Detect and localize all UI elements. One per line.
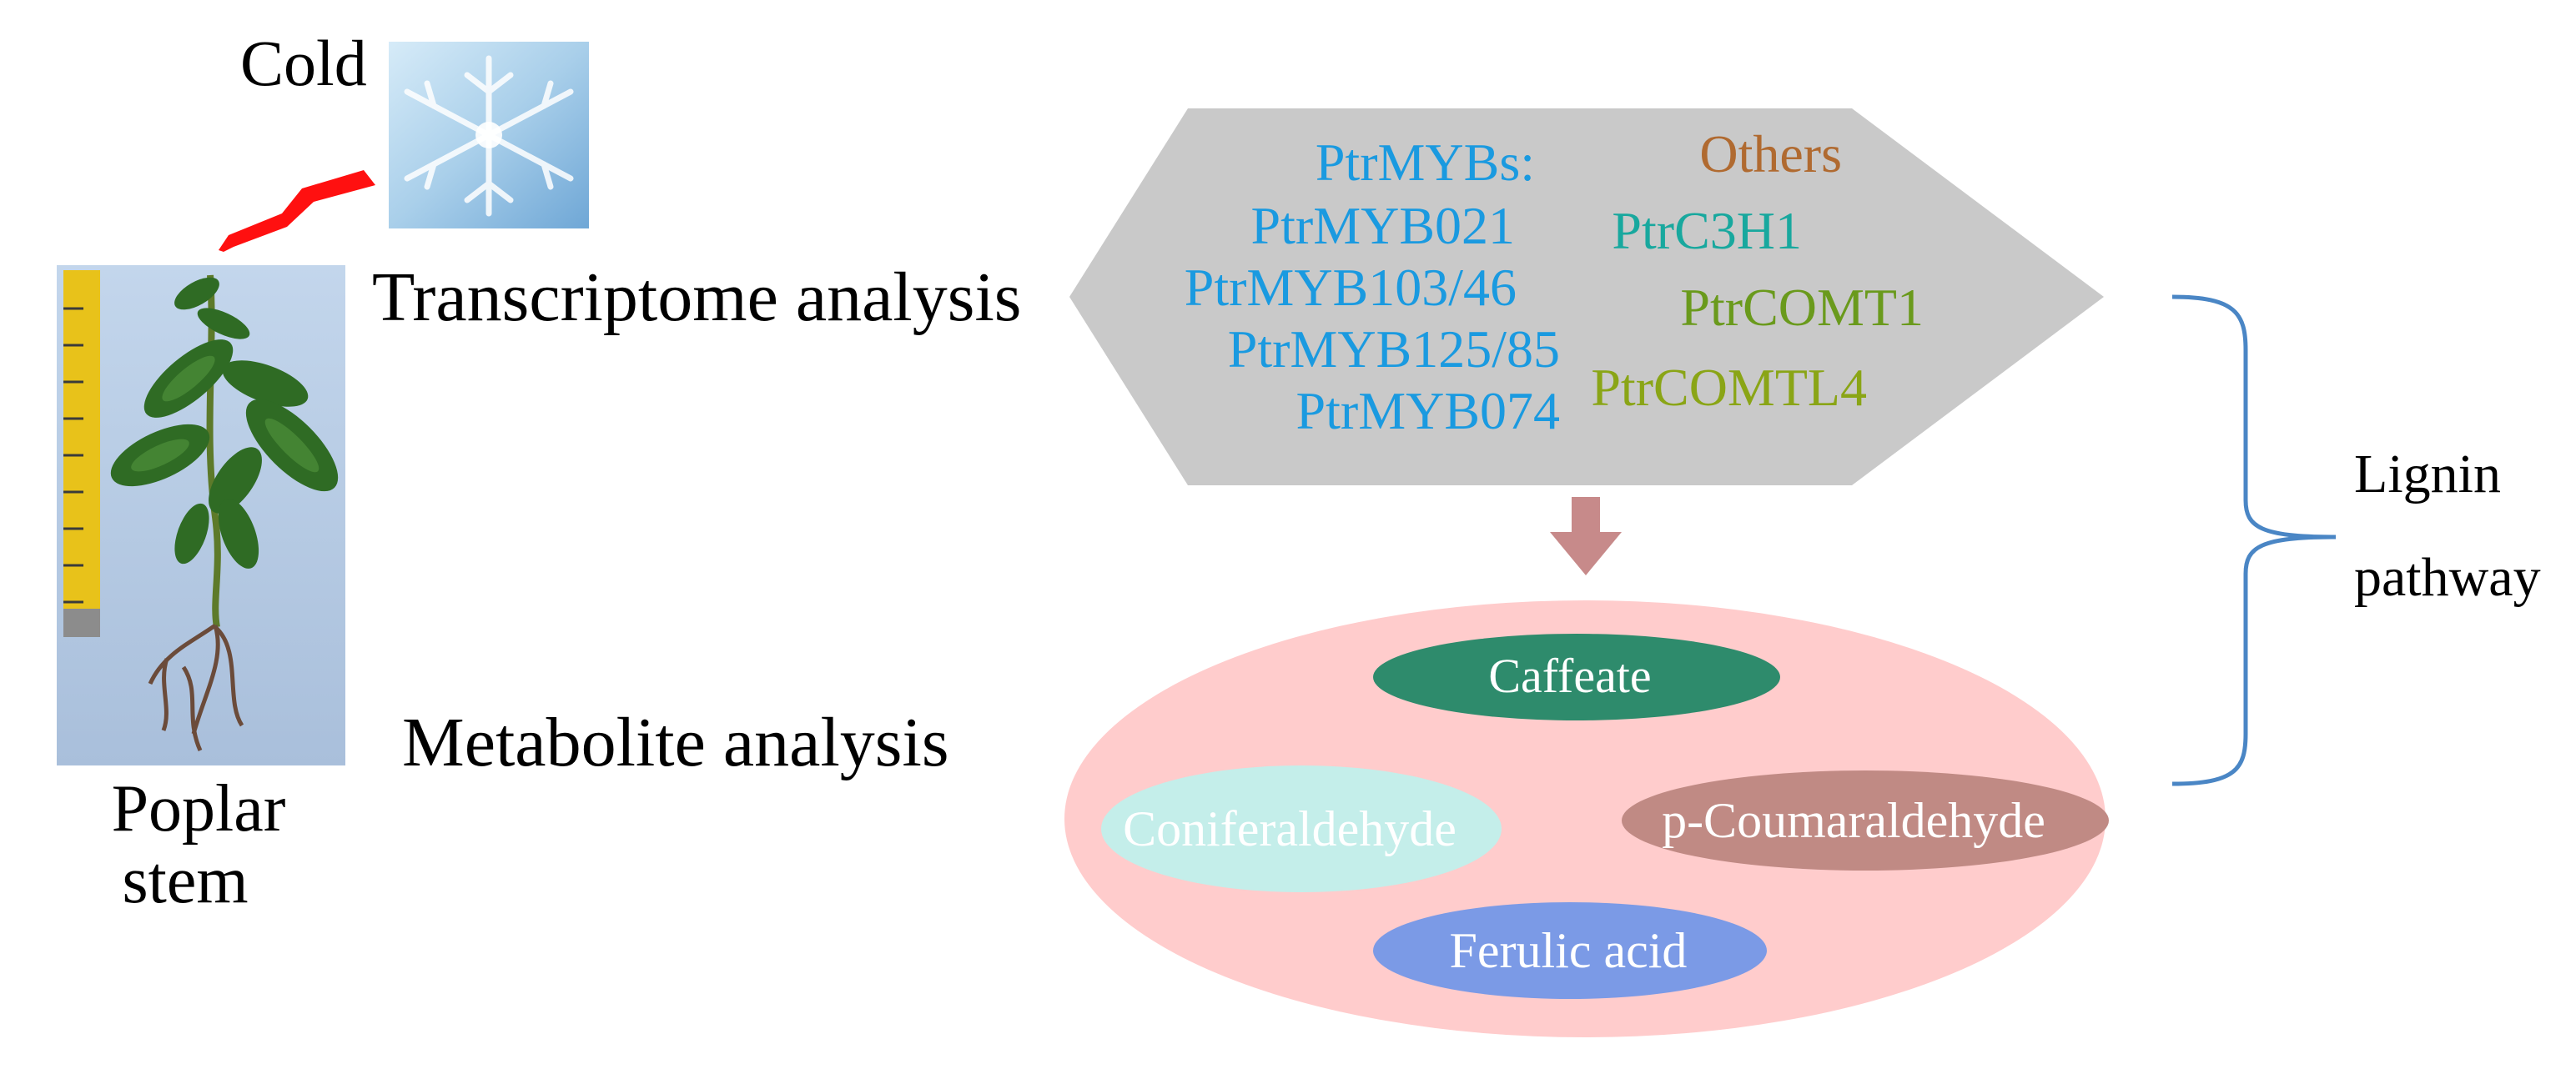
metabolite-ellipse xyxy=(1064,600,2106,1037)
mybs-heading: PtrMYBs: xyxy=(1316,133,1535,192)
others-heading: Others xyxy=(1699,124,1842,183)
cold-label: Cold xyxy=(240,27,367,99)
coniferaldehyde-ellipse xyxy=(1101,765,1502,892)
ferulic-acid-ellipse xyxy=(1373,902,1767,999)
myb-item: PtrMYB103/46 xyxy=(1185,258,1517,317)
other-gene-item: PtrCOMTL4 xyxy=(1591,358,1867,417)
caffeate-ellipse xyxy=(1373,634,1780,720)
ferulic-acid-label: Ferulic acid xyxy=(1450,923,1688,978)
lightning-bolt-icon xyxy=(219,170,375,252)
transcriptome-analysis-label: Transcriptome analysis xyxy=(372,258,1021,336)
myb-item: PtrMYB074 xyxy=(1296,381,1561,440)
coniferaldehyde-label: Coniferaldehyde xyxy=(1123,801,1457,856)
right-curly-bracket xyxy=(2171,294,2337,786)
snowflake-icon xyxy=(389,42,589,228)
poplar-label-line1: Poplar xyxy=(112,772,286,846)
lignin-label-line1: Lignin xyxy=(2354,444,2501,504)
gene-hexagon xyxy=(1069,108,2104,485)
poplar-label-line2: stem xyxy=(122,844,248,917)
down-arrow-icon xyxy=(1550,497,1622,575)
other-gene-item: PtrC3H1 xyxy=(1612,201,1802,260)
lignin-label-line2: pathway xyxy=(2354,547,2541,608)
metabolite-analysis-label: Metabolite analysis xyxy=(402,704,949,781)
poplar-stem-photo xyxy=(57,265,345,765)
myb-item: PtrMYB125/85 xyxy=(1228,319,1560,379)
other-gene-item: PtrCOMT1 xyxy=(1680,278,1924,337)
myb-item: PtrMYB021 xyxy=(1251,196,1516,255)
caffeate-label: Caffeate xyxy=(1488,649,1651,703)
p-coumaraldehyde-label: p-Coumaraldehyde xyxy=(1662,793,2045,848)
p-coumaraldehyde-ellipse xyxy=(1622,770,2109,871)
